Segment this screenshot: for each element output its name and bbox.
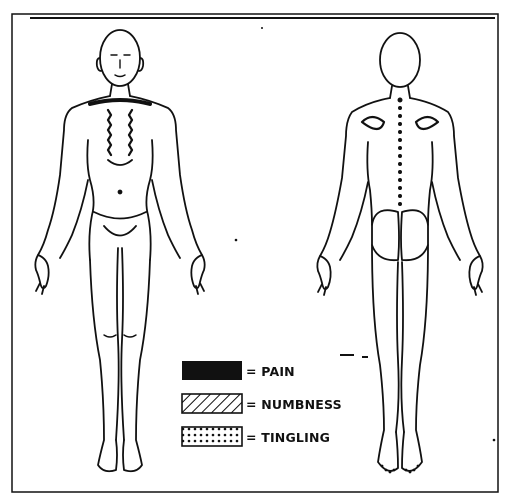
legend-swatch-tingling [182,427,242,446]
front-figure [35,30,204,471]
spine-dots [398,98,403,207]
feet-dots [381,465,420,474]
legend-label-tingling: = TINGLING [246,430,330,445]
legend-swatch-pain [182,361,242,380]
scan-specks [235,27,496,441]
legend-label-numbness: = NUMBNESS [246,397,342,412]
legend-swatch-numbness [182,394,242,413]
diagram-border [12,14,498,492]
back-head [380,33,420,87]
front-head [100,30,140,86]
legend-label-pain: = PAIN [246,364,295,379]
